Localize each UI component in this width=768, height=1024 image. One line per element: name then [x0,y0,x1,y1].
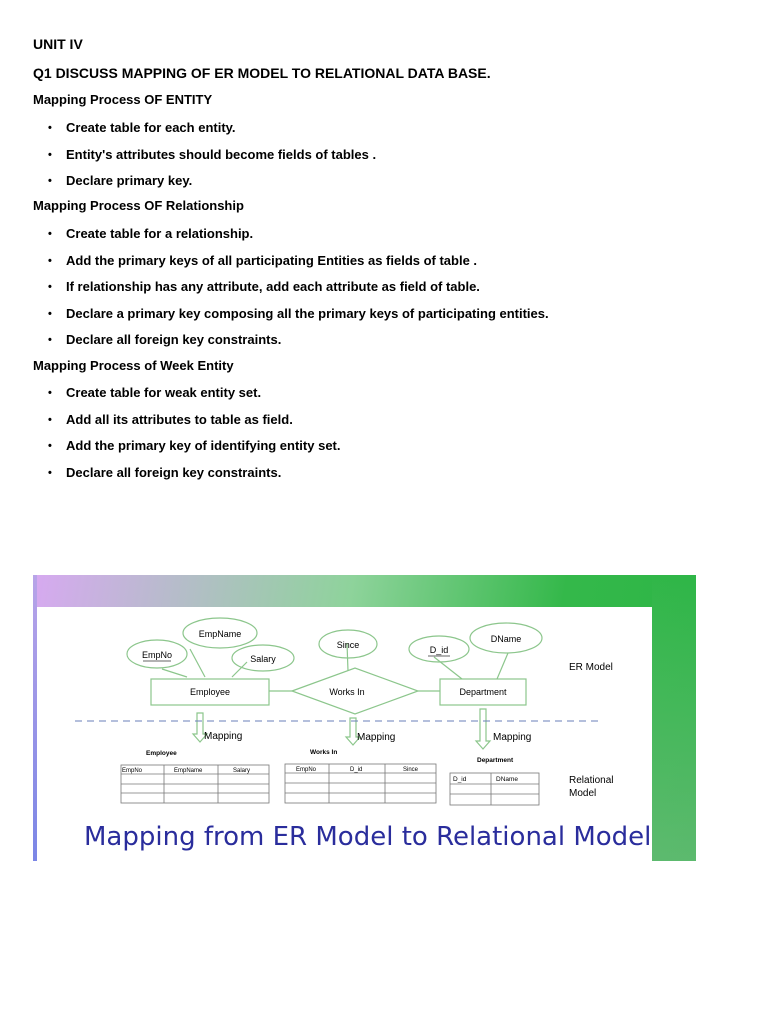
entity-department-label: Department [459,687,507,697]
table-department-name: Department [477,757,514,764]
table-employee-name: Employee [146,750,177,757]
list-item: •If relationship has any attribute, add … [48,279,480,294]
section-title-weak-entity: Mapping Process of Week Entity [33,358,234,373]
mapping-label-3: Mapping [493,732,531,743]
bullet-icon: • [48,122,52,134]
relationship-works-in-diamond [290,667,420,715]
table-cell-header: Salary [233,768,250,774]
bullet-icon: • [48,307,52,320]
attr-empname-label: EmpName [199,629,242,639]
table-cell-header: EmpNo [296,767,317,773]
table-cell-header: EmpNo [122,768,143,774]
list-item: •Entity's attributes should become field… [48,146,377,162]
connector-line [189,648,206,678]
mapping-arrow-icon [474,708,492,750]
attr-did-label: D_id [430,645,449,655]
bullet-icon: • [48,148,52,161]
figure-right-fade [652,575,696,861]
table-cell-header: EmpName [174,768,203,774]
attr-empname-ellipse [182,617,258,649]
table-cell-header: D_id [453,776,467,783]
entity-employee-label: Employee [190,687,230,697]
mapping-label-2: Mapping [357,732,395,743]
relational-label-line1: Relational [569,775,613,786]
bullet-icon: • [48,228,52,240]
bullet-icon: • [48,440,52,452]
attr-salary-ellipse [231,644,295,672]
er-model-label: ER Model [569,662,613,673]
relationship-label: Works In [329,687,364,697]
bullet-icon: • [48,413,52,426]
section-title-relationship: Mapping Process OF Relationship [33,198,244,213]
er-mapping-figure: EmpName EmpNo Salary Since D_id DName Em… [33,575,696,861]
entity-department-box [439,678,527,706]
attr-dname-ellipse [469,622,543,654]
list-item: •Declare all foreign key constraints. [48,332,282,347]
list-item: •Declare a primary key composing all the… [48,305,549,321]
attr-since-ellipse [318,629,378,659]
list-item: •Create table for a relationship. [48,226,254,241]
entity-employee-box [150,678,270,706]
connector-line [161,668,188,678]
connector-line [346,642,349,672]
list-item: •Create table for each entity. [48,120,236,135]
figure-caption: Mapping from ER Model to Relational Mode… [84,822,652,852]
connector-line [496,652,509,680]
list-item: •Add the primary key of identifying enti… [48,438,341,453]
list-item: •Declare all foreign key constraints. [48,464,282,480]
unit-heading: UNIT IV [33,36,83,52]
bullet-icon: • [48,175,52,187]
relational-label-line2: Model [569,788,596,799]
list-item: •Add the primary keys of all participati… [48,252,478,268]
table-cell-header: DName [496,776,518,783]
relationship-steps-list: •Create table for a relationship. •Add t… [48,226,549,359]
table-cell-header: D_id [350,767,362,773]
mapping-label-1: Mapping [204,731,242,742]
bullet-icon: • [48,254,52,267]
weak-entity-steps-list: •Create table for weak entity set. •Add … [48,385,341,491]
list-item: •Add all its attributes to table as fiel… [48,411,293,427]
figure-left-accent [33,575,37,861]
list-item: •Create table for weak entity set. [48,385,262,400]
table-works-in-grid [284,763,437,804]
table-cell-header: Since [403,767,419,773]
bullet-icon: • [48,466,52,479]
list-item: •Declare primary key. [48,173,193,188]
attr-since-label: Since [337,640,360,650]
attr-dname-label: DName [491,634,522,644]
bullet-icon: • [48,281,52,293]
table-department-grid [449,772,540,806]
entity-steps-list: •Create table for each entity. •Entity's… [48,120,376,200]
connector-line [231,661,248,678]
attr-did-ellipse [408,635,470,663]
bullet-icon: • [48,387,52,399]
table-works-in-name: Works In [310,749,337,756]
figure-slide: EmpName EmpNo Salary Since D_id DName Em… [37,607,652,861]
attr-empno-label: EmpNo [142,650,172,660]
question-heading: Q1 DISCUSS MAPPING OF ER MODEL TO RELATI… [33,65,491,81]
section-title-entity: Mapping Process OF ENTITY [33,92,213,107]
bullet-icon: • [48,334,52,346]
er-diagram: EmpName EmpNo Salary Since D_id DName Em… [75,617,613,806]
mapping-arrow-icon [191,712,209,743]
attr-salary-label: Salary [250,654,276,664]
connector-line [433,656,463,680]
attr-empno-ellipse [126,639,188,669]
